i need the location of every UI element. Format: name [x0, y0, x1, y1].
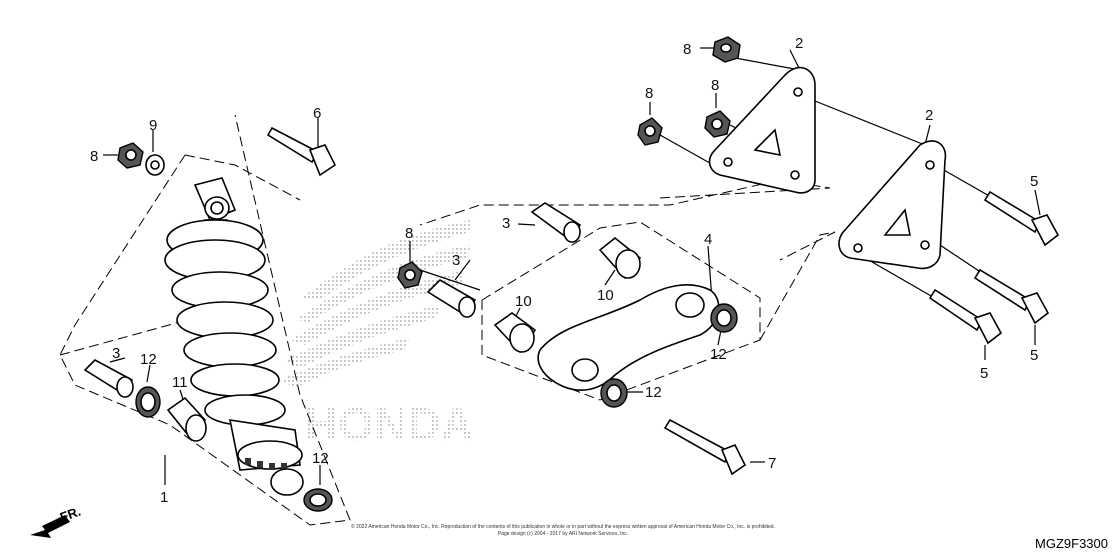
collar-3-middle	[426, 279, 477, 318]
seal-12-rod-right	[710, 303, 738, 333]
nut-8-top-left	[117, 142, 144, 169]
callout-3-left: 3	[112, 345, 120, 362]
front-direction-arrow: FR.	[30, 504, 83, 538]
callout-12-rod-lower: 12	[645, 384, 662, 401]
callout-5-upper: 5	[1030, 173, 1038, 190]
callout-8-middle: 8	[405, 225, 413, 242]
collar-3-top	[530, 202, 582, 243]
callouts: 1 2 2 3 3 3 4 5 5 5 6 7 8 8 8 8 8 9 10 1…	[90, 35, 1038, 506]
nut-8-bracket-left	[637, 117, 663, 146]
callout-8-bracket-mid: 8	[711, 77, 719, 94]
callout-8-top-left: 8	[90, 148, 98, 165]
nut-8-top	[712, 36, 741, 63]
bracket-plate-2-upper	[708, 66, 816, 194]
bolt-6	[266, 126, 337, 177]
bracket-plate-2-lower	[838, 140, 947, 270]
honda-wing-watermark: HONDA	[280, 220, 474, 450]
callout-6: 6	[313, 105, 321, 122]
front-direction-label: FR.	[58, 504, 83, 525]
bearing-10-lower	[493, 312, 537, 354]
bearing-11	[166, 396, 207, 442]
callout-10-upper: 10	[597, 287, 614, 304]
bolt-5-upper	[983, 190, 1060, 247]
diagram-code: MGZ9F3300	[1035, 536, 1108, 551]
callout-11: 11	[172, 374, 188, 391]
washer-9	[145, 154, 165, 176]
callout-8-top: 8	[683, 41, 691, 58]
callout-12-left: 12	[140, 351, 157, 368]
callout-10-lower: 10	[515, 293, 532, 310]
bolt-7	[663, 418, 747, 476]
bearing-10-upper	[598, 236, 642, 280]
callout-8-bracket-left: 8	[645, 85, 653, 102]
seal-12-bottom	[303, 488, 333, 512]
shock-absorber	[164, 177, 304, 496]
callout-5-lower-left: 5	[980, 365, 988, 382]
seal-12-left	[135, 386, 161, 418]
callout-3-middle: 3	[452, 252, 460, 269]
seal-12-rod-lower	[600, 378, 628, 408]
callout-9: 9	[149, 117, 157, 134]
callout-12-rod-right: 12	[710, 346, 727, 363]
watermark-text: HONDA	[305, 398, 474, 450]
nut-8-middle	[397, 261, 423, 289]
copyright-line-2: Page design (c) 2004 - 2017 by ARI Netwo…	[498, 531, 628, 537]
adjuster-notches	[245, 458, 287, 470]
callout-2-upper: 2	[795, 35, 803, 52]
callout-5-lower-right: 5	[1030, 347, 1038, 364]
callout-2-lower: 2	[925, 107, 933, 124]
copyright-line-1: © 2022 American Honda Motor Co., Inc. Re…	[351, 523, 775, 530]
collar-3-left	[83, 359, 134, 398]
connecting-rod-4	[537, 284, 720, 391]
callout-12-bottom: 12	[312, 450, 329, 467]
callout-1: 1	[160, 489, 168, 506]
bolt-5-middle	[973, 268, 1050, 325]
callout-4: 4	[704, 231, 712, 248]
callout-7: 7	[768, 455, 776, 472]
callout-3-top: 3	[502, 215, 510, 232]
nut-8-bracket-mid	[704, 110, 731, 138]
bolt-5-lower	[928, 288, 1003, 345]
